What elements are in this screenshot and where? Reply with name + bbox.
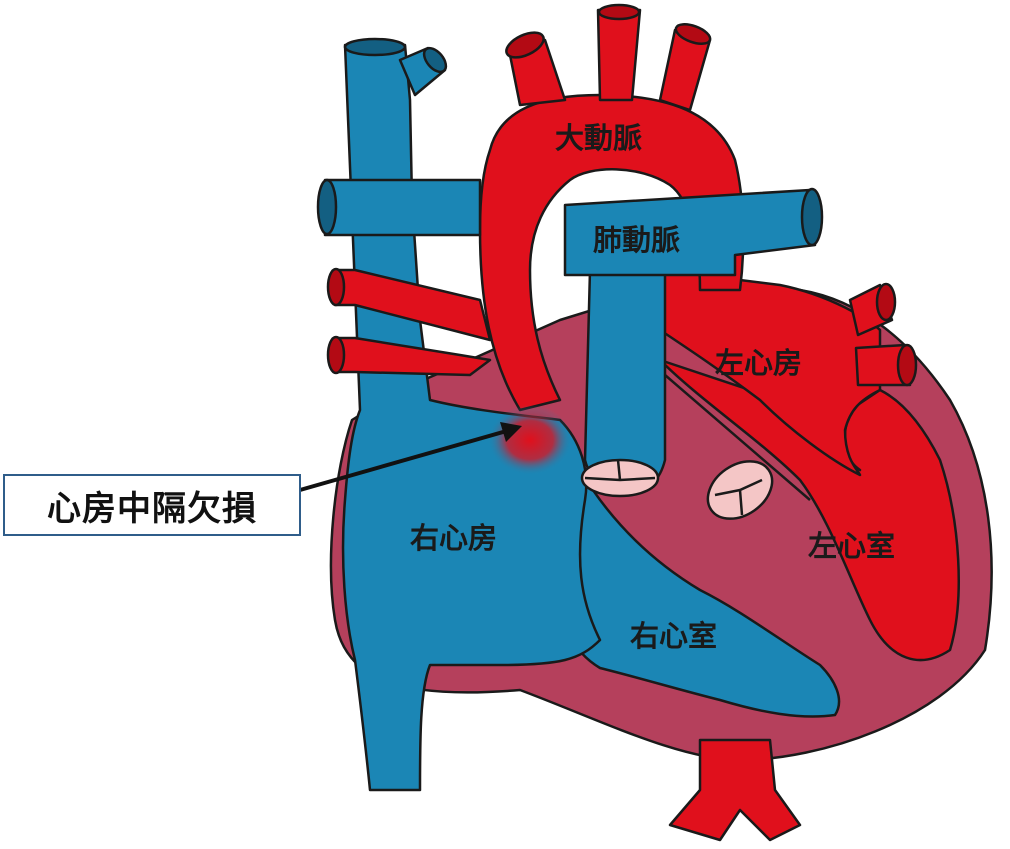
callout-arrow-head [500, 422, 522, 442]
pulmonary-artery-trunk [583, 268, 667, 492]
right-pulmonary-artery [323, 178, 482, 237]
atrial-septal-defect [488, 405, 572, 475]
aortic-valve [706, 460, 774, 520]
label-right-atrium: 右心房 [410, 521, 497, 555]
aortic-branch-middle [596, 8, 642, 102]
callout-arrow-line [299, 428, 511, 492]
label-pulmonary-artery: 肺動脈 [593, 223, 680, 257]
callout-atrial-septal-defect: 心房中隔欠損 [3, 474, 301, 536]
label-aorta: 大動脈 [555, 121, 642, 155]
descending-aorta [668, 738, 802, 842]
pulmonary-valve [580, 458, 660, 498]
callout-label: 心房中隔欠損 [47, 488, 257, 529]
label-left-ventricle: 左心室 [808, 529, 895, 563]
label-left-atrium: 左心房 [715, 346, 802, 380]
septum-line [664, 374, 811, 501]
label-right-ventricle: 右心室 [630, 619, 717, 653]
